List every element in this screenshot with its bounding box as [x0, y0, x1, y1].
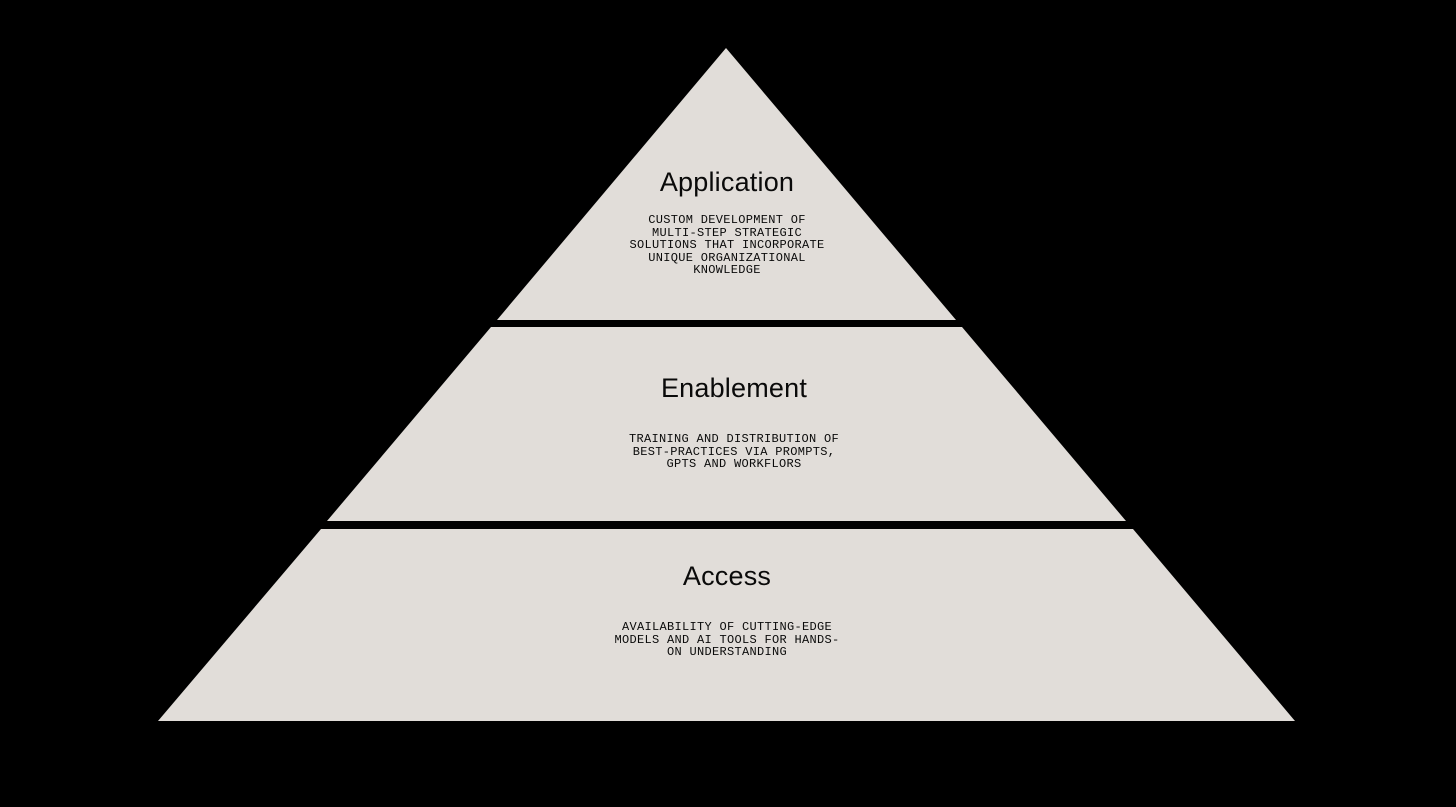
tier-access-shape: [158, 529, 1295, 721]
tier-application-description: CUSTOM DEVELOPMENT OF MULTI-STEP STRATEG…: [629, 213, 825, 278]
tier-enablement: Enablement TRAINING AND DISTRIBUTION OF …: [629, 375, 839, 471]
tier-access: Access AVAILABILITY OF CUTTING-EDGE MODE…: [614, 563, 839, 659]
tier-enablement-shape: [327, 327, 1126, 521]
tier-access-description: AVAILABILITY OF CUTTING-EDGE MODELS AND …: [614, 620, 840, 660]
tier-application-title: Application: [659, 167, 795, 197]
tier-application-shape: [497, 48, 956, 320]
tier-application: Application CUSTOM DEVELOPMENT OF MULTI-…: [629, 169, 824, 277]
tier-access-title: Access: [682, 561, 772, 591]
tier-enablement-description: TRAINING AND DISTRIBUTION OF BEST-PRACTI…: [628, 432, 840, 472]
tier-enablement-title: Enablement: [660, 373, 808, 403]
